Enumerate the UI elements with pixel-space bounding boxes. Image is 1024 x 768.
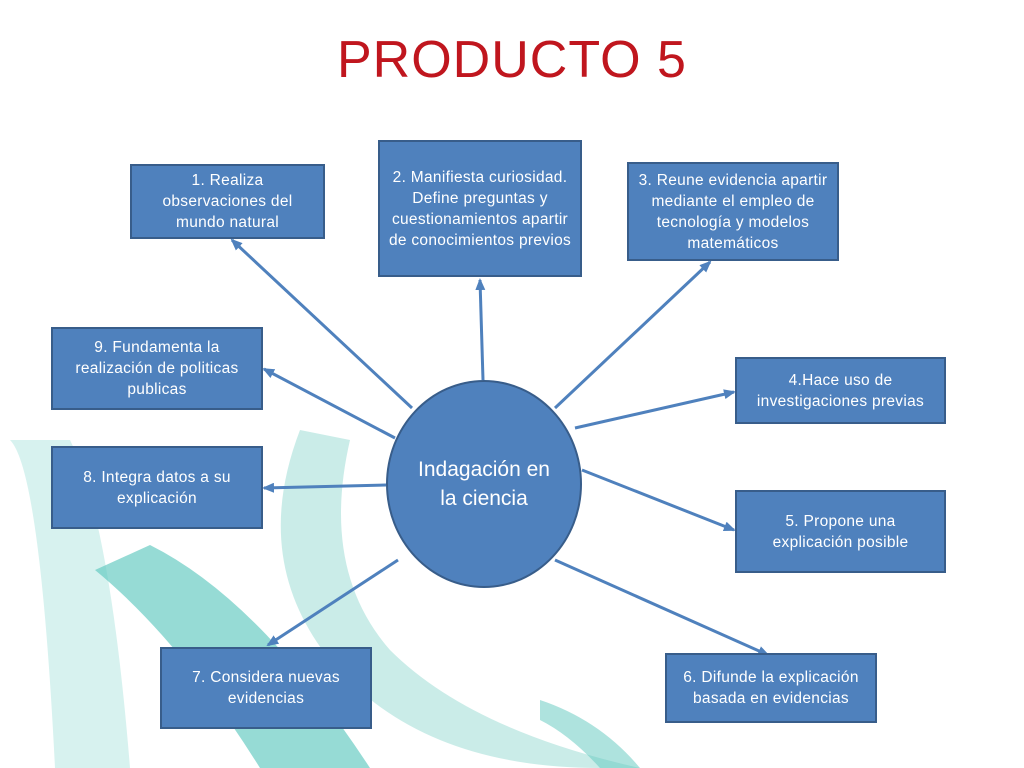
node-5-label: 5. Propone una explicación posible: [772, 512, 909, 551]
node-9-label: 9. Fundamenta la realización de politica…: [75, 339, 239, 398]
node-4-label: 4.Hace uso de investigaciones previas: [756, 371, 925, 410]
node-3-label: 3. Reune evidencia apartir mediante el e…: [638, 171, 828, 252]
edge-center-3: [553, 260, 712, 410]
node-7: 7. Considera nuevas evidencias: [160, 647, 372, 729]
node-1: 1. Realiza observaciones del mundo natur…: [130, 164, 325, 239]
node-8: 8. Integra datos a su explicación: [51, 446, 263, 529]
edge-center-5: [581, 468, 736, 532]
node-6-label: 6. Difunde la explicación basada en evid…: [683, 669, 859, 707]
edge-center-8: [262, 482, 387, 493]
node-7-label: 7. Considera nuevas evidencias: [192, 669, 340, 707]
node-6: 6. Difunde la explicación basada en evid…: [665, 653, 877, 723]
edge-center-9: [262, 367, 396, 440]
node-3: 3. Reune evidencia apartir mediante el e…: [627, 162, 839, 261]
page-title: PRODUCTO 5: [337, 31, 687, 89]
node-9: 9. Fundamenta la realización de politica…: [51, 327, 263, 410]
node-8-label: 8. Integra datos a su explicación: [83, 468, 231, 507]
edge-center-7: [266, 558, 399, 647]
edge-center-2: [475, 278, 486, 381]
node-1-label: 1. Realiza observaciones del mundo natur…: [162, 172, 293, 231]
node-4: 4.Hace uso de investigaciones previas: [735, 357, 946, 424]
node-5: 5. Propone una explicación posible: [735, 490, 946, 573]
center-node: Indagación en la ciencia: [386, 380, 582, 588]
edge-center-6: [554, 558, 770, 657]
center-node-label: Indagación en la ciencia: [418, 458, 550, 510]
edge-center-4: [574, 389, 736, 430]
node-2: 2. Manifiesta curiosidad. Define pregunt…: [378, 140, 582, 277]
node-2-label: 2. Manifiesta curiosidad. Define pregunt…: [388, 168, 572, 249]
edge-center-1: [230, 238, 414, 410]
